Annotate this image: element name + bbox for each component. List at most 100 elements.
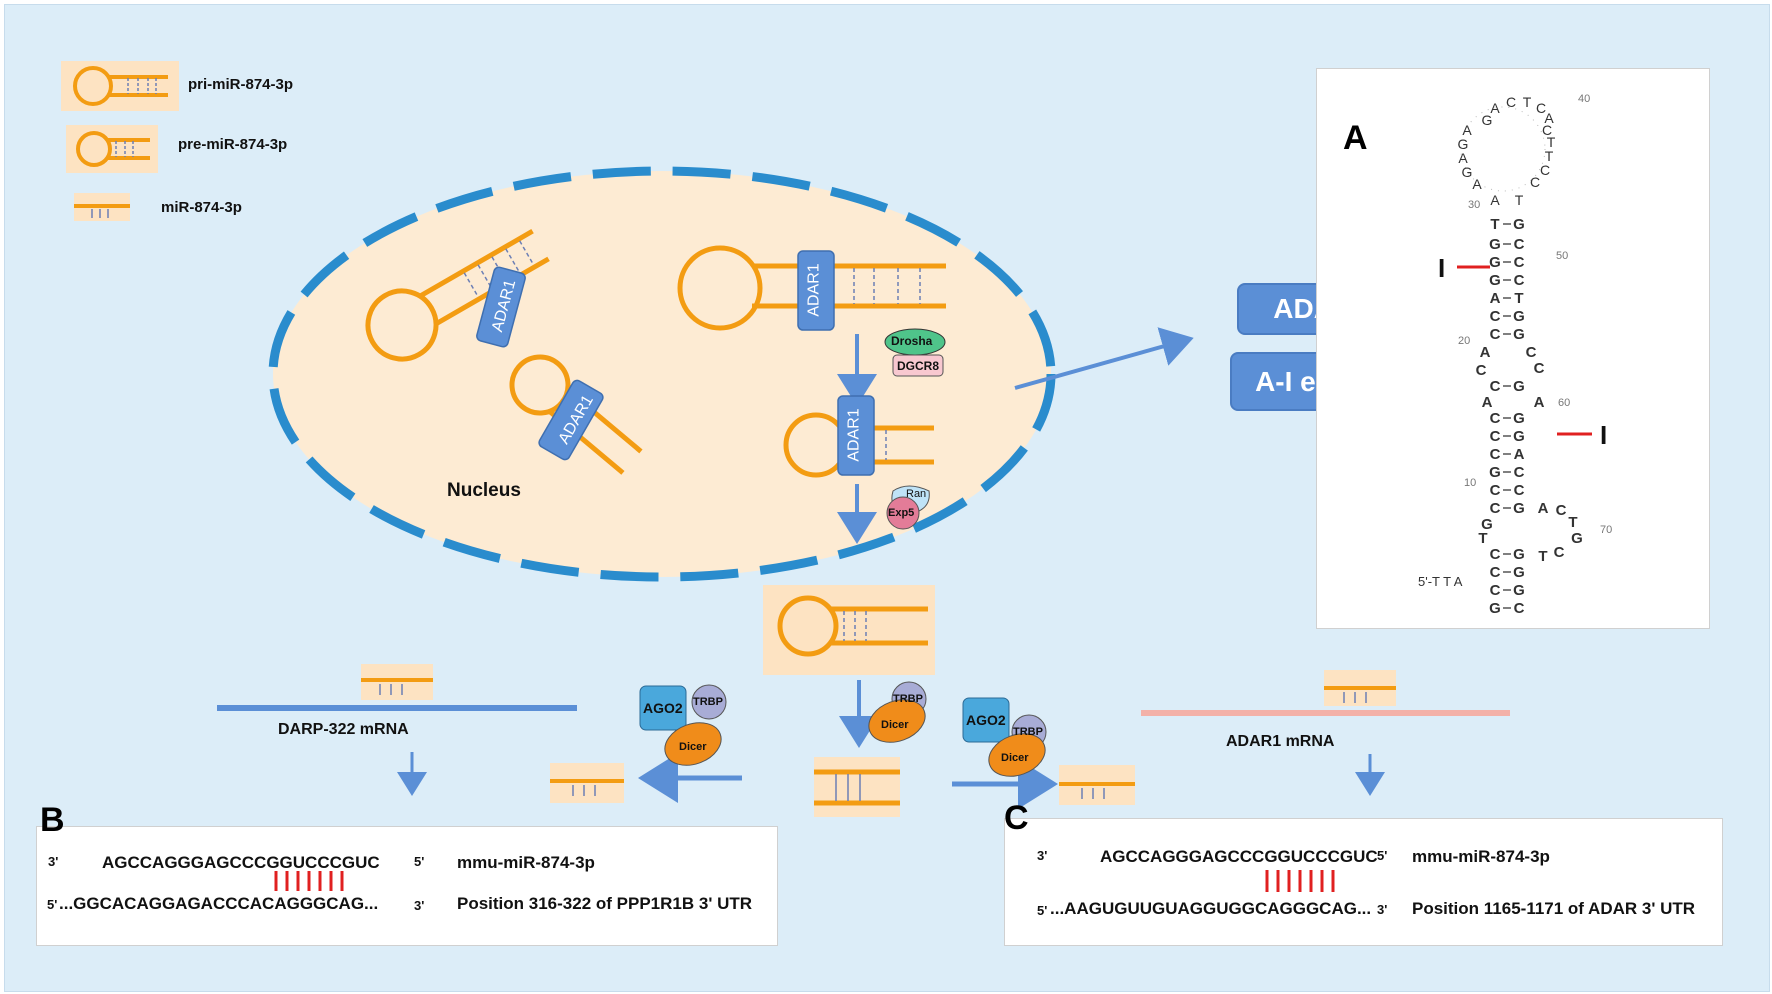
mirna-duplex	[814, 757, 900, 817]
svg-text:G: G	[1513, 564, 1525, 581]
darpp-mrna-label: DARP-322 mRNA	[278, 721, 409, 738]
svg-text:C: C	[1514, 236, 1525, 253]
svg-text:A: A	[1462, 122, 1472, 138]
legend-pre-icon	[66, 125, 158, 173]
exp5-shape	[886, 496, 920, 530]
panel-c-mirna-name: mmu-miR-874-3p	[1412, 847, 1550, 866]
svg-text:A: A	[1482, 394, 1493, 411]
svg-text:A: A	[1544, 110, 1554, 126]
position-50: 50	[1556, 250, 1569, 262]
svg-text:G: G	[1489, 254, 1501, 271]
ago2-label-left: AGO2	[643, 700, 683, 716]
legend-pre-label: pre-miR-874-3p	[178, 136, 288, 153]
panel-c-mirna-5prime: 5'	[1377, 848, 1388, 863]
svg-text:T: T	[1538, 548, 1547, 565]
legend-mature-icon	[74, 193, 130, 221]
svg-text:C: C	[1514, 482, 1525, 499]
position-10: 10	[1464, 477, 1477, 489]
trbp-label-left: TRBP	[693, 696, 723, 708]
svg-text:A: A	[1490, 290, 1501, 307]
legend-pri-label: pri-miR-874-3p	[188, 76, 294, 93]
exp5-label: Exp5	[888, 507, 915, 519]
adar1-mrna-label: ADAR1 mRNA	[1226, 733, 1335, 750]
svg-text:C: C	[1526, 344, 1537, 361]
panel-b-mirna-3prime: 3'	[48, 854, 59, 869]
dicer-label-center: Dicer	[881, 719, 909, 731]
panel-c-seed-pairing	[1265, 870, 1335, 892]
position-70: 70	[1600, 524, 1613, 536]
svg-text:A: A	[1458, 150, 1468, 166]
svg-text:C: C	[1556, 502, 1567, 519]
position-30: 30	[1468, 199, 1481, 211]
svg-text:T: T	[1545, 148, 1554, 164]
svg-text:G: G	[1489, 600, 1501, 617]
legend-mature-label: miR-874-3p	[161, 199, 242, 216]
svg-text:G: G	[1513, 546, 1525, 563]
dicer-label-left: Dicer	[679, 741, 707, 753]
svg-text:T: T	[1547, 134, 1556, 150]
trbp-label-center: TRBP	[893, 693, 923, 705]
panel-b-target-seq: ...GGCACAGGAGACCCACAGGGCAG...	[59, 894, 379, 913]
arrow-to-editing	[1014, 327, 1194, 390]
svg-text:G: G	[1513, 326, 1525, 343]
svg-text:T: T	[1514, 290, 1523, 307]
adar1-protein-2	[538, 379, 604, 461]
mature-mirna-right	[1059, 765, 1135, 805]
svg-text:C: C	[1490, 308, 1501, 325]
svg-text:A: A	[1514, 446, 1525, 463]
svg-text:A: A	[1480, 344, 1491, 361]
svg-text:C: C	[1514, 272, 1525, 289]
svg-text:A: A	[1490, 100, 1500, 116]
svg-text:G: G	[1513, 378, 1525, 395]
svg-text:G: G	[1513, 500, 1525, 517]
risc-complex-center	[868, 681, 927, 743]
svg-text:G: G	[1489, 272, 1501, 289]
svg-text:A: A	[1538, 500, 1549, 517]
panel-b-mirna-5prime: 5'	[414, 854, 425, 869]
svg-text:G: G	[1489, 464, 1501, 481]
legend-pri-icon	[61, 61, 179, 111]
panel-b-seed-pairing	[274, 871, 344, 891]
svg-text:C: C	[1490, 326, 1501, 343]
svg-text:A: A	[1534, 394, 1545, 411]
panel-b-letter: B	[40, 801, 65, 839]
ran-label: Ran	[906, 488, 927, 500]
position-20: 20	[1458, 335, 1471, 347]
svg-text:C: C	[1490, 582, 1501, 599]
svg-text:T: T	[1490, 216, 1499, 233]
svg-text:C: C	[1530, 174, 1540, 190]
svg-text:A: A	[1490, 192, 1500, 208]
panel-b-target-name: Position 316-322 of PPP1R1B 3' UTR	[457, 894, 753, 913]
svg-text:G: G	[1571, 530, 1583, 547]
panel-b-target-5prime: 5'	[47, 897, 58, 912]
position-40: 40	[1578, 93, 1591, 105]
dgcr8-label: DGCR8	[897, 359, 940, 373]
adar1-bound-mirna	[1324, 670, 1396, 706]
svg-text:G: G	[1513, 410, 1525, 427]
darpp-bound-mirna	[361, 664, 433, 700]
risc-complex-right	[962, 697, 1047, 777]
adar1-protein-1	[476, 266, 526, 348]
adar1-label-3: ADAR1	[805, 263, 823, 317]
svg-text:C: C	[1506, 94, 1516, 110]
svg-text:G: G	[1513, 308, 1525, 325]
panel-c-letter: C	[1004, 799, 1029, 837]
svg-text:G: G	[1458, 136, 1469, 152]
svg-text:C: C	[1490, 378, 1501, 395]
risc-complex-left	[639, 684, 727, 766]
dicer-label-right: Dicer	[1001, 752, 1029, 764]
panel-c-mirna-seq: AGCCAGGGAGCCCGGUCCCGUC	[1100, 847, 1378, 866]
edit-marker-label-1: I	[1438, 253, 1446, 283]
panel-c-mirna-3prime: 3'	[1037, 848, 1048, 863]
svg-text:G: G	[1489, 236, 1501, 253]
svg-text:G: G	[1513, 216, 1525, 233]
svg-text:C: C	[1534, 360, 1545, 377]
adar1-protein-3	[797, 250, 835, 331]
trbp-label-right: TRBP	[1013, 726, 1043, 738]
pre-mirna-cytoplasm	[763, 585, 935, 675]
panel-c-box	[1004, 818, 1723, 946]
svg-text:C: C	[1536, 100, 1546, 116]
